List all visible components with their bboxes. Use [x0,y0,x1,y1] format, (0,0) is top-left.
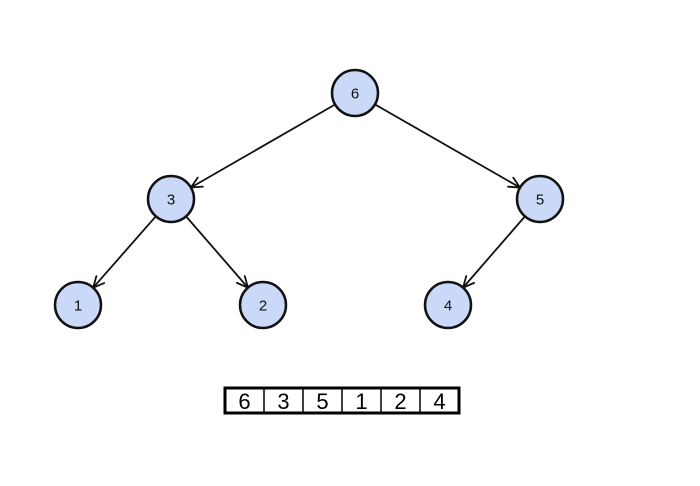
node-circle [330,68,380,118]
edge-line [92,215,157,289]
tree-edge-n3-n1 [91,215,157,290]
array-cell-0: 6 [238,389,250,414]
tree-node-1: 1 [53,280,103,330]
node-label: 2 [259,298,267,315]
array-cell-5: 4 [433,389,445,414]
edge-line [190,103,336,189]
node-label: 5 [536,192,544,209]
array-cell-1: 3 [277,389,289,414]
tree-nodes: 6 3 5 1 2 4 [53,68,565,330]
tree-edge-n6-n5 [374,103,522,189]
tree-edge-n3-n2 [185,215,250,290]
node-circle [423,280,473,330]
edge-line [374,103,521,189]
tree-node-5: 5 [515,174,565,224]
node-label: 1 [74,298,82,315]
edge-line [462,215,526,289]
tree-edges [91,103,526,290]
array-cell-3: 1 [355,389,367,414]
heap-array: 6 3 5 1 2 4 [223,386,461,415]
tree-node-2: 2 [238,280,288,330]
node-label: 6 [351,86,359,103]
tree-edge-n5-n4 [461,215,526,290]
node-circle [146,174,196,224]
tree-edge-n6-n3 [189,103,336,189]
node-label: 3 [167,192,175,209]
tree-node-6: 6 [330,68,380,118]
array-cell-2: 5 [316,389,328,414]
node-circle [238,280,288,330]
node-circle [515,174,565,224]
edge-line [185,215,249,289]
tree-node-4: 4 [423,280,473,330]
node-label: 4 [444,298,452,315]
array-cell-4: 2 [394,389,406,414]
node-circle [53,280,103,330]
tree-node-3: 3 [146,174,196,224]
